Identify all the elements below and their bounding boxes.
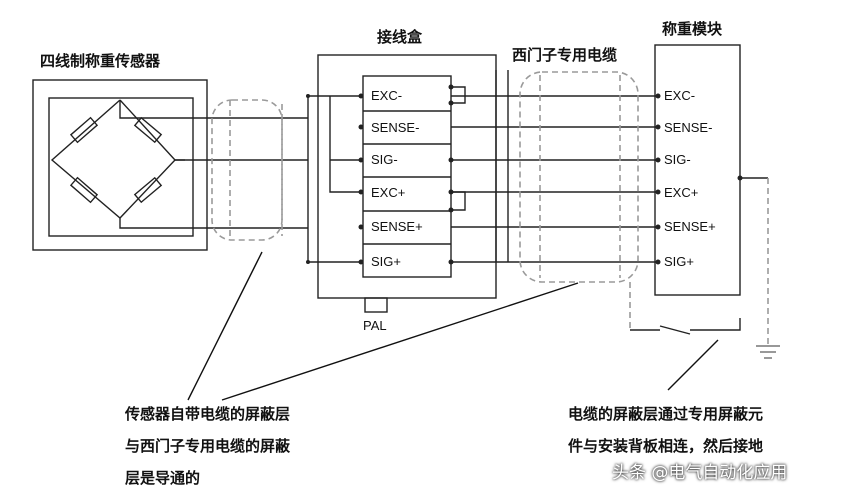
jb-terminal-exc-plus: EXC+ — [371, 185, 406, 200]
bridge-resistors — [69, 116, 163, 204]
cable-shields — [211, 71, 769, 345]
sensor-wire-1 — [119, 100, 308, 119]
terminal-dots — [306, 84, 743, 265]
module-terminal-sense-plus: SENSE+ — [664, 219, 716, 234]
sensor-wire-3 — [119, 218, 308, 229]
junction-box-title: 接线盒 — [377, 28, 423, 46]
pal-tab — [364, 297, 388, 313]
siemens-cable-shield — [519, 71, 639, 283]
jb-terminal-exc-minus: EXC- — [371, 88, 403, 103]
module-terminal-exc-plus: EXC+ — [664, 185, 699, 200]
pal-label: PAL — [363, 318, 387, 333]
right-note-line-1: 电缆的屏蔽层通过专用屏蔽元 — [568, 405, 764, 423]
pointer-lines — [187, 251, 719, 401]
jb-terminal-sig-plus: SIG+ — [371, 254, 401, 269]
jb-terminal-sense-minus: SENSE- — [371, 120, 420, 135]
siemens-cable-title: 西门子专用电缆 — [512, 46, 618, 64]
module-terminal-sig-minus: SIG- — [664, 152, 691, 167]
left-note-line-1: 传感器自带电缆的屏蔽层 — [125, 405, 291, 423]
module-box — [654, 44, 741, 296]
right-note-line-2: 件与安装背板相连，然后接地 — [568, 437, 764, 455]
sensor-cable-shield — [211, 99, 283, 241]
watermark: 头条 @电气自动化应用 — [612, 463, 788, 483]
jb-terminal-sense-plus: SENSE+ — [371, 219, 423, 234]
left-note-line-3: 层是导通的 — [125, 469, 201, 487]
module-terminal-sig-plus: SIG+ — [664, 254, 694, 269]
jb-terminal-sig-minus: SIG- — [371, 152, 398, 167]
left-note: 传感器自带电缆的屏蔽层 与西门子专用电缆的屏蔽 层是导通的 — [125, 398, 290, 494]
ground-icon — [756, 345, 780, 359]
weighing-module-title: 称重模块 — [662, 20, 723, 38]
left-note-line-2: 与西门子专用电缆的屏蔽 — [125, 437, 291, 455]
sensor-box — [32, 79, 208, 251]
module-terminal-sense-minus: SENSE- — [664, 120, 713, 135]
module-terminal-exc-minus: EXC- — [664, 88, 696, 103]
sensor-inner-box — [48, 97, 194, 237]
sensor-title: 四线制称重传感器 — [40, 52, 161, 70]
right-note: 电缆的屏蔽层通过专用屏蔽元 件与安装背板相连，然后接地 — [568, 398, 763, 462]
